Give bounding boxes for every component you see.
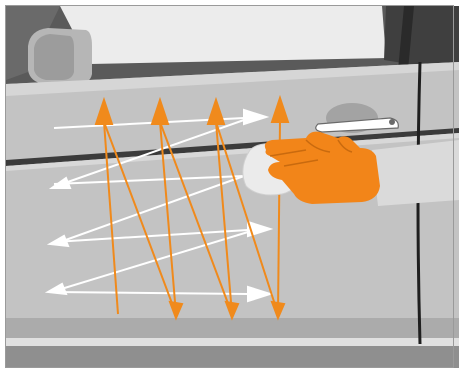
rocker-panel: [6, 346, 459, 368]
window-glass: [60, 6, 386, 64]
sleeve: [372, 140, 459, 206]
rocker-highlight: [6, 338, 459, 346]
side-mirror-icon: [28, 28, 92, 84]
door-panel: [6, 62, 459, 368]
